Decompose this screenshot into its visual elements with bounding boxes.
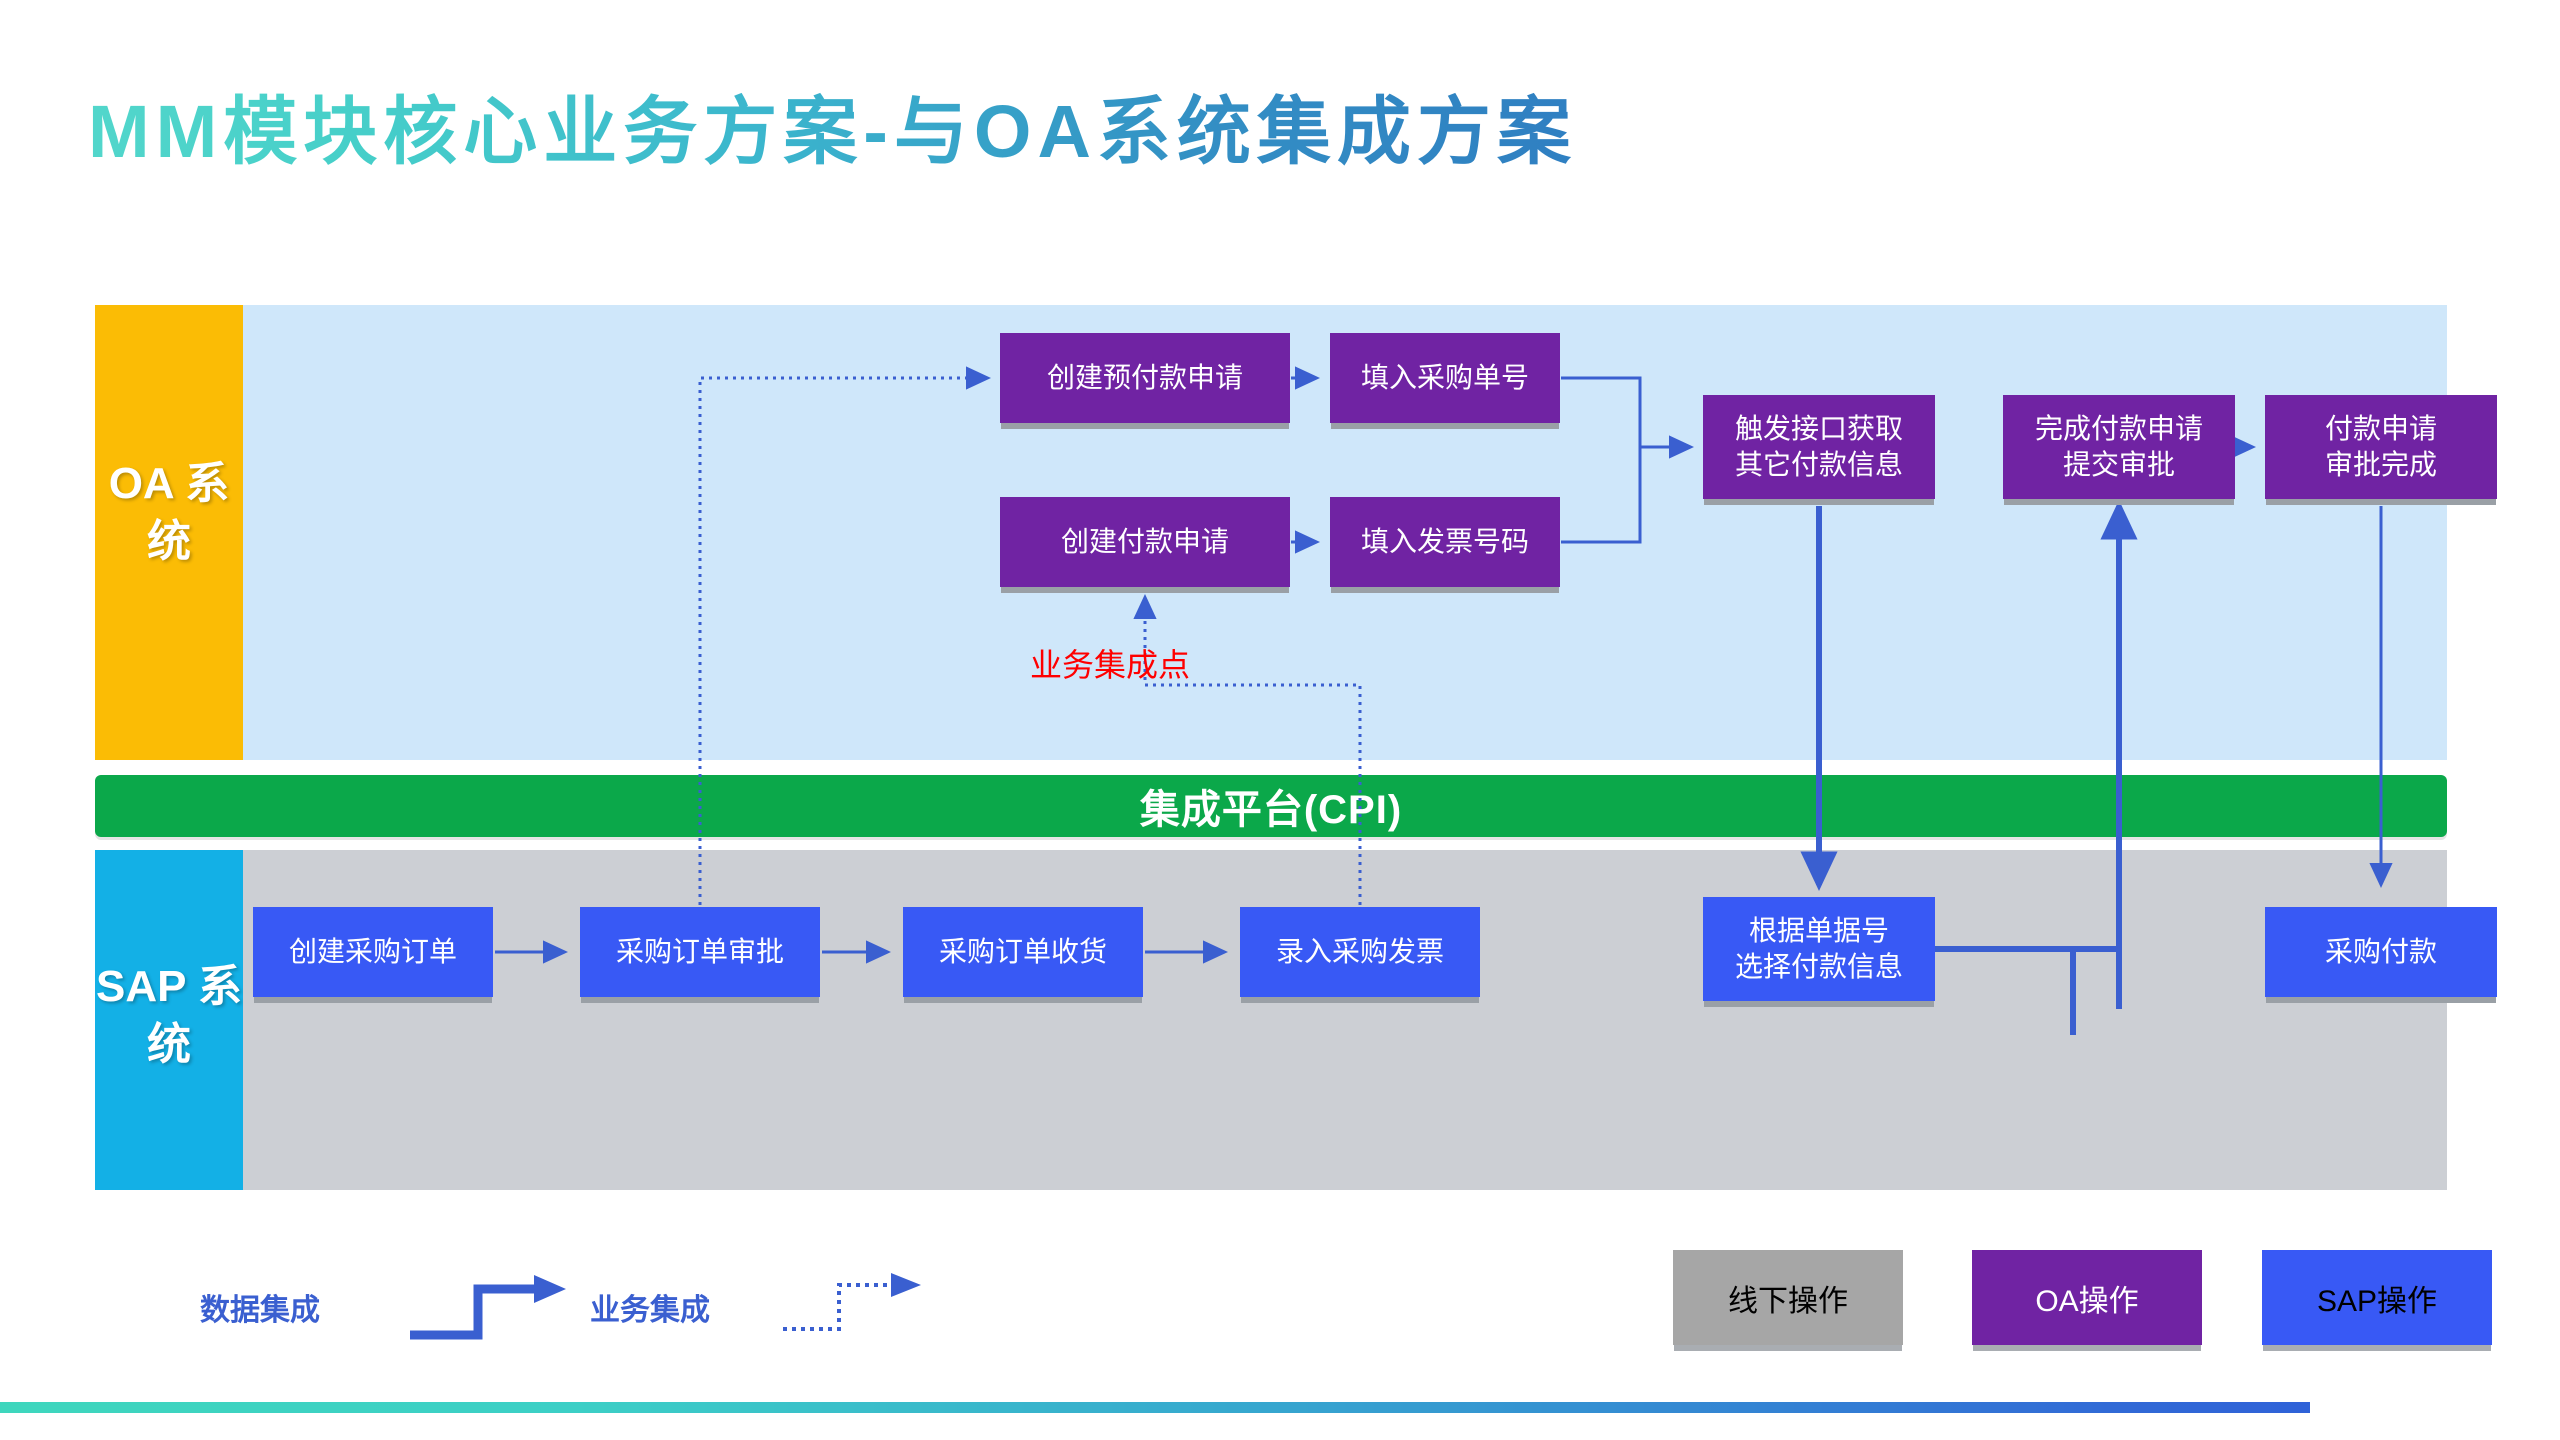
sap-purchase-payment[interactable]: 采购付款 <box>2265 907 2497 997</box>
oa-approval-complete[interactable]: 付款申请 审批完成 <box>2265 395 2497 499</box>
sap-enter-invoice[interactable]: 录入采购发票 <box>1240 907 1480 997</box>
legend-business-integration-label: 业务集成 <box>590 1294 710 1327</box>
sap-create-po[interactable]: 创建采购订单 <box>253 907 493 997</box>
legend-dotted-arrow-icon <box>783 1273 921 1331</box>
bottom-accent-rule <box>0 1402 2310 1413</box>
page-title: MM模块核心业务方案-与OA系统集成方案 <box>88 72 1577 179</box>
oa-submit-approval[interactable]: 完成付款申请 提交审批 <box>2003 395 2235 499</box>
oa-fill-po-number[interactable]: 填入采购单号 <box>1330 333 1560 423</box>
legend-solid-arrow-icon <box>410 1275 566 1340</box>
sap-po-approval[interactable]: 采购订单审批 <box>580 907 820 997</box>
legend-chip-oa: OA操作 <box>1972 1250 2202 1345</box>
sap-select-payment-info[interactable]: 根据单据号 选择付款信息 <box>1703 897 1935 1001</box>
connector-layer <box>495 366 2393 1190</box>
sap-po-goods-receipt[interactable]: 采购订单收货 <box>903 907 1143 997</box>
legend: 数据集成 业务集成 线下操作 OA操作 SAP操作 <box>0 1245 2560 1375</box>
sap-lane-label: SAP 系统 <box>96 962 242 1069</box>
oa-lane-label: OA 系统 <box>108 459 230 566</box>
sap-lane-body <box>243 850 2447 1190</box>
cpi-platform-bar: 集成平台(CPI) <box>95 775 2447 837</box>
cpi-platform-label: 集成平台(CPI) <box>1139 788 1403 832</box>
oa-fill-invoice-number[interactable]: 填入发票号码 <box>1330 497 1560 587</box>
legend-chip-sap-label: SAP操作 <box>2316 1284 2438 1318</box>
business-integration-point-note: 业务集成点 <box>1030 647 1191 683</box>
legend-chip-oa-label: OA操作 <box>2035 1284 2139 1318</box>
legend-chip-offline-label: 线下操作 <box>1728 1284 1848 1318</box>
oa-create-payment-request[interactable]: 创建付款申请 <box>1000 497 1290 587</box>
sap-swimlane: SAP 系统 <box>95 850 2447 1190</box>
integration-flow-diagram: OA 系统 SAP 系统 <box>95 305 2497 1190</box>
legend-chip-offline: 线下操作 <box>1673 1250 1903 1345</box>
sap-lane-header: SAP 系统 <box>95 850 243 1190</box>
oa-lane-header: OA 系统 <box>95 305 243 760</box>
legend-chip-sap: SAP操作 <box>2262 1250 2492 1345</box>
legend-data-integration-label: 数据集成 <box>200 1294 320 1327</box>
oa-create-prepayment-request[interactable]: 创建预付款申请 <box>1000 333 1290 423</box>
oa-trigger-interface[interactable]: 触发接口获取 其它付款信息 <box>1703 395 1935 499</box>
